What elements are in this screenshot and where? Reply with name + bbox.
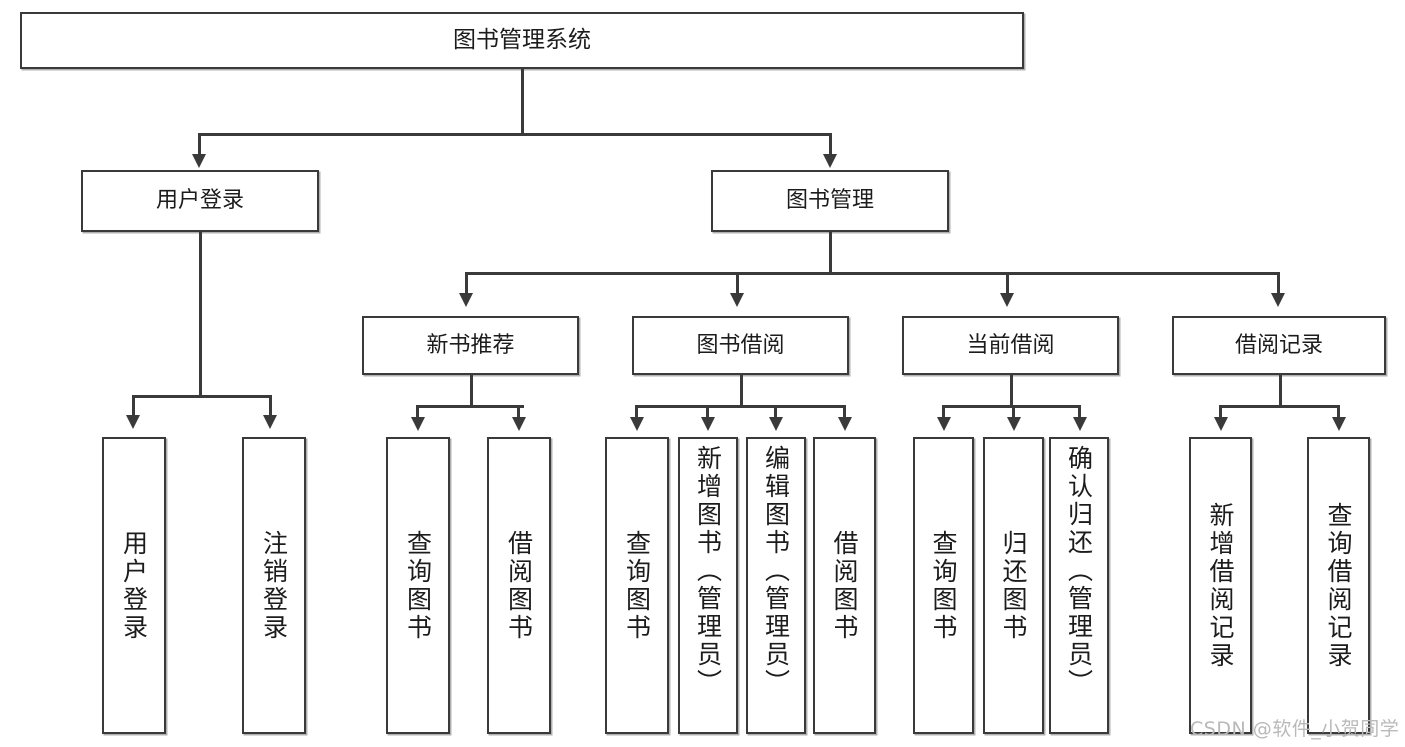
arrowhead-nbr-leaf-1 — [411, 417, 425, 431]
leaf-confirm-return-admin[interactable]: 确认归还（管理员） — [1049, 437, 1109, 734]
connector-user-login-stem — [199, 232, 202, 397]
connector-to-user-login — [198, 133, 201, 156]
connector-bb-bus — [635, 405, 845, 408]
connector-bb-drop-2 — [706, 405, 709, 419]
node-label: 确认归还（管理员） — [1064, 445, 1094, 697]
connector-br-stem — [1279, 375, 1282, 407]
connector-nbr-stem — [470, 375, 473, 407]
leaf-return-books[interactable]: 归还图书 — [983, 437, 1044, 734]
node-label: 查询图书 — [403, 529, 433, 642]
node-current-borrow[interactable]: 当前借阅 — [902, 316, 1119, 375]
arrowhead-bb-leaf-2 — [701, 417, 715, 431]
connector-br-bus — [1219, 405, 1339, 408]
node-new-book-recommend[interactable]: 新书推荐 — [362, 316, 579, 375]
arrowhead-br-leaf-2 — [1332, 417, 1346, 431]
node-label: 查询图书 — [929, 529, 958, 642]
arrowhead-to-current-borrow — [1000, 293, 1014, 307]
connector-book-mgmt-stem — [829, 232, 832, 274]
connector-root-stem — [521, 69, 524, 135]
connector-user-login-drop-1 — [132, 395, 135, 417]
node-label: 借阅记录 — [1234, 332, 1323, 358]
arrowhead-leaf-user-login — [126, 415, 140, 429]
leaf-logout[interactable]: 注销登录 — [242, 437, 306, 734]
connector-level3-drop-3 — [1006, 272, 1009, 295]
arrowhead-cb-leaf-1 — [937, 417, 951, 431]
leaf-borrow-books-nbr[interactable]: 借阅图书 — [487, 437, 551, 734]
connector-cb-drop-2 — [1012, 405, 1015, 419]
node-book-management[interactable]: 图书管理 — [711, 170, 949, 232]
arrowhead-br-leaf-1 — [1214, 417, 1228, 431]
arrowhead-bb-leaf-1 — [630, 417, 644, 431]
node-label: 查询图书 — [622, 529, 652, 642]
node-label: 图书管理系统 — [453, 26, 591, 53]
arrowhead-cb-leaf-3 — [1073, 417, 1087, 431]
arrowhead-to-book-borrow — [730, 293, 744, 307]
arrowhead-leaf-logout — [263, 415, 277, 429]
connector-user-login-bus — [132, 395, 269, 398]
leaf-borrow-books-bb[interactable]: 借阅图书 — [813, 437, 876, 734]
connector-bb-drop-1 — [635, 405, 638, 419]
arrowhead-to-borrow-records — [1271, 293, 1285, 307]
arrowhead-nbr-leaf-2 — [512, 417, 526, 431]
node-label: 用户登录 — [119, 529, 149, 642]
connector-bb-drop-3 — [774, 405, 777, 419]
leaf-add-book-admin[interactable]: 新增图书（管理员） — [678, 437, 738, 734]
arrowhead-bb-leaf-4 — [838, 417, 852, 431]
csdn-watermark: CSDN @软件_小贺同学 — [1190, 718, 1400, 740]
node-label: 查询借阅记录 — [1324, 501, 1353, 670]
arrowhead-to-book-mgmt — [823, 154, 837, 168]
node-label: 归还图书 — [999, 529, 1028, 642]
arrowhead-cb-leaf-2 — [1007, 417, 1021, 431]
connector-level3-drop-1 — [465, 272, 468, 295]
node-root-system[interactable]: 图书管理系统 — [20, 12, 1024, 69]
connector-to-book-mgmt — [829, 133, 832, 156]
node-label: 注销登录 — [259, 529, 289, 642]
connector-level3-drop-4 — [1277, 272, 1280, 295]
connector-cb-stem — [1010, 375, 1013, 407]
arrowhead-to-user-login — [192, 154, 206, 168]
node-label: 编辑图书（管理员） — [761, 445, 791, 697]
connector-bb-stem — [740, 375, 743, 407]
node-label: 图书借阅 — [696, 332, 785, 358]
arrowhead-bb-leaf-3 — [769, 417, 783, 431]
node-label: 新增借阅记录 — [1206, 501, 1235, 670]
leaf-edit-book-admin[interactable]: 编辑图书（管理员） — [746, 437, 806, 734]
connector-nbr-drop-1 — [416, 405, 419, 419]
node-label: 新书推荐 — [426, 332, 515, 358]
connector-level3-drop-2 — [736, 272, 739, 295]
node-label: 图书管理 — [785, 188, 874, 214]
leaf-user-login[interactable]: 用户登录 — [102, 437, 166, 734]
node-borrow-records[interactable]: 借阅记录 — [1172, 316, 1386, 375]
connector-nbr-bus — [416, 405, 524, 408]
connector-nbr-drop-2 — [517, 405, 520, 419]
connector-level3-bus — [465, 272, 1279, 275]
connector-cb-drop-1 — [942, 405, 945, 419]
node-book-borrow[interactable]: 图书借阅 — [632, 316, 849, 375]
leaf-query-books-cb[interactable]: 查询图书 — [913, 437, 974, 734]
connector-cb-drop-3 — [1078, 405, 1081, 419]
arrowhead-to-new-book-rec — [459, 293, 473, 307]
connector-cb-bus — [942, 405, 1079, 408]
connector-user-login-drop-2 — [269, 395, 272, 417]
node-label: 新增图书（管理员） — [693, 445, 723, 697]
leaf-query-books-nbr[interactable]: 查询图书 — [386, 437, 450, 734]
connector-br-drop-2 — [1337, 405, 1340, 419]
node-label: 借阅图书 — [830, 529, 859, 642]
leaf-query-books-bb[interactable]: 查询图书 — [605, 437, 669, 734]
node-user-login[interactable]: 用户登录 — [81, 170, 319, 232]
leaf-add-borrow-record[interactable]: 新增借阅记录 — [1189, 437, 1252, 734]
node-label: 借阅图书 — [504, 529, 534, 642]
connector-bb-drop-4 — [843, 405, 846, 419]
node-label: 当前借阅 — [966, 332, 1055, 358]
node-label: 用户登录 — [155, 188, 244, 214]
connector-level2-bus — [198, 133, 832, 136]
connector-br-drop-1 — [1219, 405, 1222, 419]
leaf-query-borrow-record[interactable]: 查询借阅记录 — [1307, 437, 1370, 734]
